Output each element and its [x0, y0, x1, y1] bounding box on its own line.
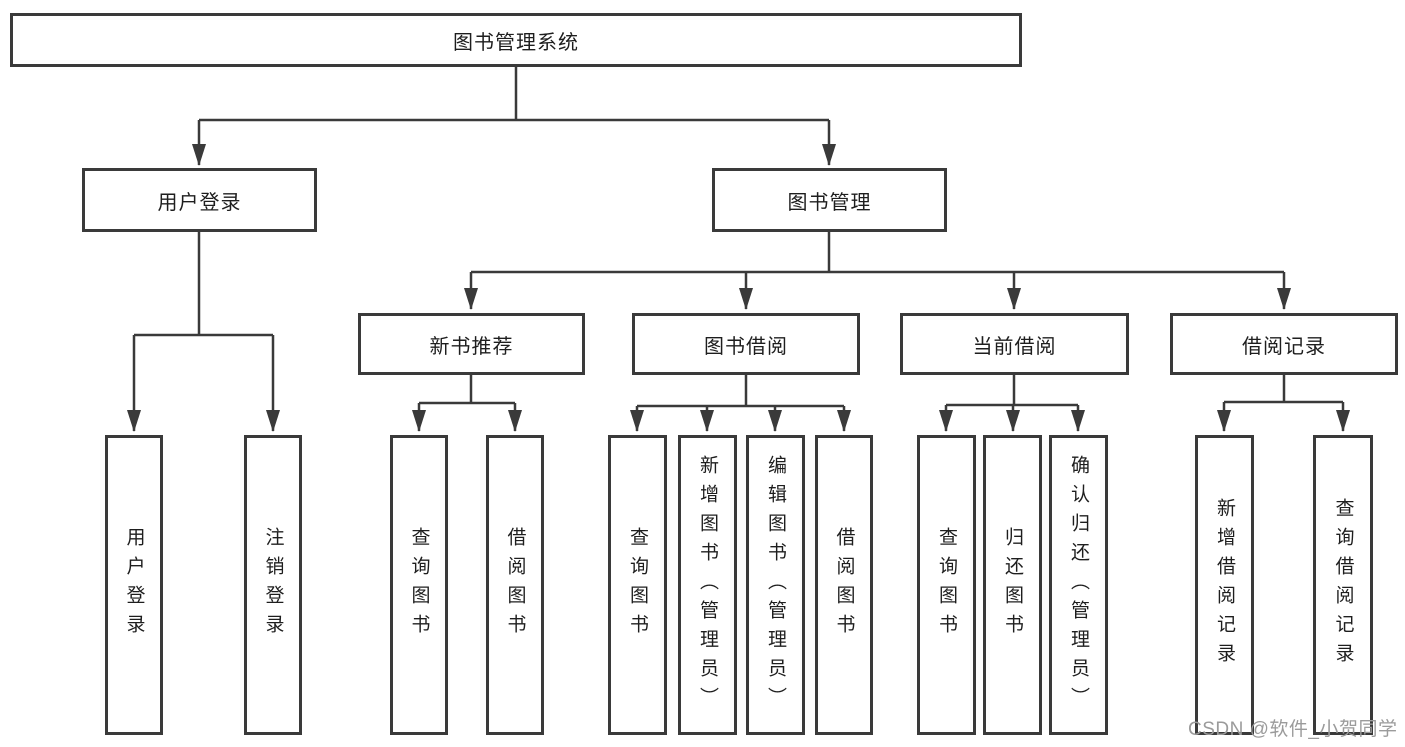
leaf-edit-book-admin: 编辑图书（管理员） [746, 435, 805, 735]
leaf-user-login: 用户登录 [105, 435, 163, 735]
connector-records-to-leaves [1217, 375, 1350, 432]
node-new-book-recommend: 新书推荐 [358, 313, 585, 375]
leaf-query-borrow-record: 查询借阅记录 [1313, 435, 1373, 735]
leaf-add-book-admin: 新增图书（管理员） [678, 435, 737, 735]
leaf-return-book: 归还图书 [983, 435, 1042, 735]
connector-userlogin-to-leaves [127, 232, 280, 432]
node-book-borrow: 图书借阅 [632, 313, 860, 375]
connector-newbooks-to-leaves [412, 375, 522, 432]
leaf-borrow-books-2: 借阅图书 [815, 435, 873, 735]
leaf-query-books-2: 查询图书 [608, 435, 667, 735]
leaf-logout: 注销登录 [244, 435, 302, 735]
node-current-borrow: 当前借阅 [900, 313, 1129, 375]
leaf-confirm-return-admin: 确认归还（管理员） [1049, 435, 1108, 735]
leaf-query-books-3: 查询图书 [917, 435, 976, 735]
connector-borrow-to-leaves [630, 375, 851, 432]
leaf-query-books-1: 查询图书 [390, 435, 448, 735]
leaf-add-borrow-record: 新增借阅记录 [1195, 435, 1254, 735]
csdn-watermark: CSDN @软件_小贺同学 [1188, 719, 1398, 740]
node-system-root: 图书管理系统 [10, 13, 1022, 67]
node-book-management: 图书管理 [712, 168, 947, 232]
leaf-borrow-books-1: 借阅图书 [486, 435, 544, 735]
connector-root-to-level2 [192, 67, 836, 166]
node-borrow-records: 借阅记录 [1170, 313, 1398, 375]
connector-bookmgmt-to-level3 [464, 232, 1291, 310]
node-user-login: 用户登录 [82, 168, 317, 232]
connector-current-to-leaves [939, 375, 1085, 432]
